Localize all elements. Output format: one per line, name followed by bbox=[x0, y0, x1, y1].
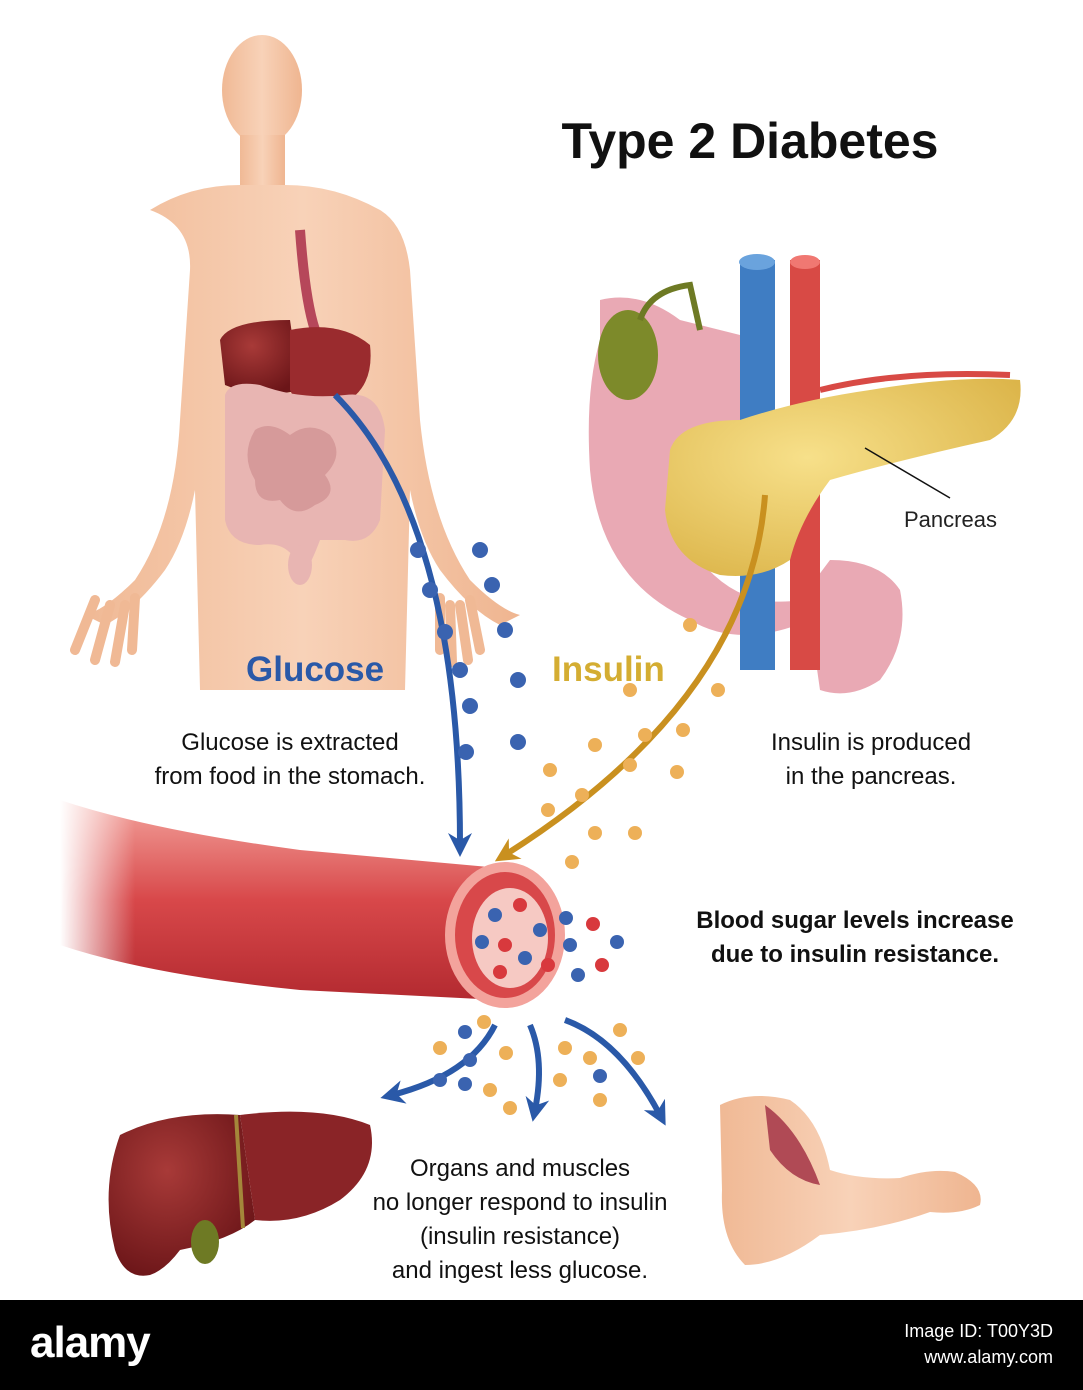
image-id: Image ID: T00Y3D bbox=[904, 1321, 1053, 1341]
insulin-caption: Insulin is produced in the pancreas. bbox=[716, 726, 1026, 794]
insulin-label: Insulin bbox=[552, 650, 665, 689]
liver-illustration bbox=[108, 1111, 372, 1276]
blood-caption-line: Blood sugar levels increase bbox=[696, 907, 1014, 934]
pancreas-illustration bbox=[588, 254, 1021, 694]
organs-caption-line: Organs and muscles bbox=[409, 1155, 631, 1182]
glucose-arrow bbox=[332, 392, 472, 857]
page-title: Type 2 Diabetes bbox=[561, 113, 939, 169]
outgoing-dots bbox=[433, 1015, 645, 1115]
organs-caption-line: and ingest less glucose. bbox=[391, 1257, 649, 1284]
blood-cells bbox=[475, 898, 624, 982]
organs-caption-line: (insulin resistance) bbox=[419, 1223, 621, 1250]
insulin-caption-line: Insulin is produced bbox=[770, 729, 972, 756]
digestive-organs bbox=[220, 229, 385, 585]
glucose-caption-line: from food in the stomach. bbox=[154, 763, 426, 790]
organs-caption-line: no longer respond to insulin bbox=[372, 1189, 668, 1216]
insulin-arrow bbox=[494, 494, 768, 862]
glucose-dots bbox=[410, 542, 526, 760]
pancreas-leader-line bbox=[864, 447, 951, 499]
blood-vessel bbox=[60, 790, 565, 1010]
insulin-dots bbox=[541, 618, 725, 869]
arrow-to-arm bbox=[563, 1017, 666, 1126]
organs-caption: Organs and muscles no longer respond to … bbox=[320, 1152, 720, 1288]
glucose-caption: Glucose is extracted from food in the st… bbox=[110, 726, 470, 794]
arrow-to-liver bbox=[380, 1023, 498, 1104]
site-url: www.alamy.com bbox=[924, 1347, 1053, 1367]
pancreas-label: Pancreas bbox=[904, 507, 997, 532]
arm-illustration bbox=[720, 1096, 981, 1265]
glucose-caption-line: Glucose is extracted bbox=[181, 729, 399, 756]
blood-caption-line: due to insulin resistance. bbox=[710, 941, 1000, 968]
arrow-down bbox=[525, 1023, 550, 1122]
alamy-logo: alamy bbox=[30, 1318, 151, 1367]
image-id-block: Image ID: T00Y3D www.alamy.com bbox=[904, 1318, 1053, 1370]
insulin-caption-line: in the pancreas. bbox=[785, 763, 957, 790]
blood-sugar-caption: Blood sugar levels increase due to insul… bbox=[640, 904, 1070, 972]
footer-bar bbox=[0, 1300, 1083, 1390]
glucose-label: Glucose bbox=[246, 650, 385, 689]
diagram-illustration bbox=[60, 35, 1021, 1276]
